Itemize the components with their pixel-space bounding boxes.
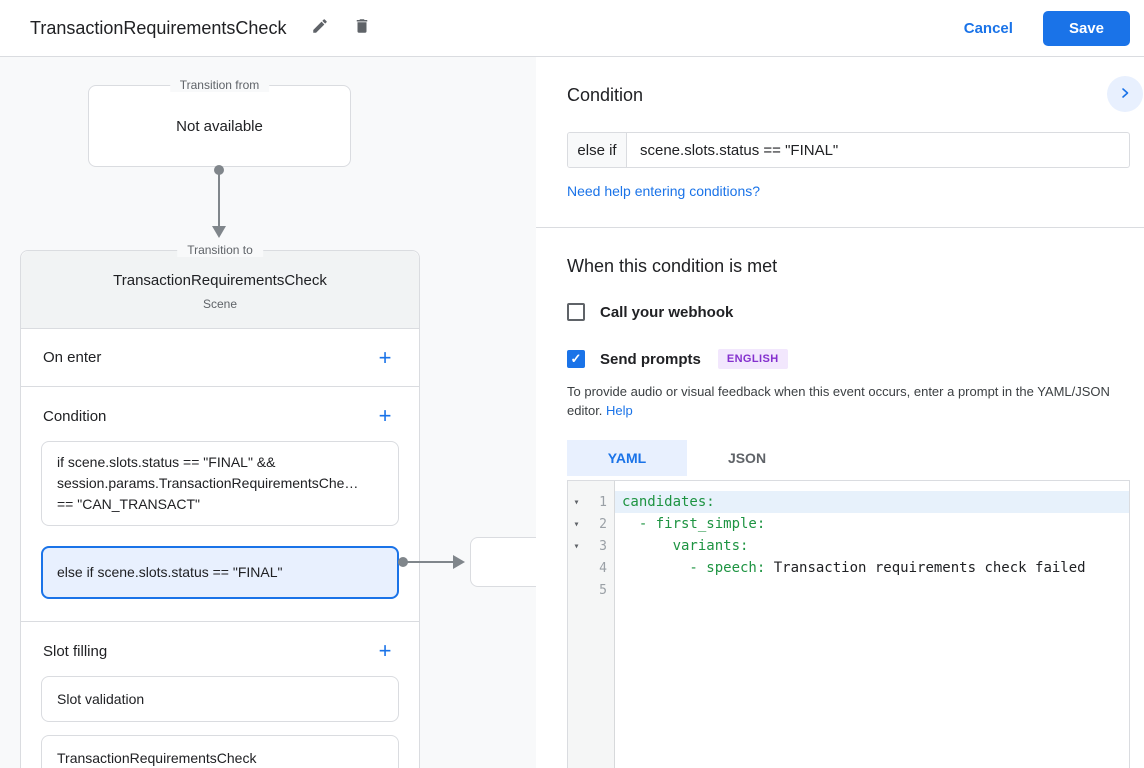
helper-text-body: To provide audio or visual feedback when…	[567, 384, 1110, 418]
when-met-section: When this condition is met Call your web…	[567, 228, 1130, 768]
send-prompts-checkbox[interactable]: ✓	[567, 350, 585, 368]
condition-item-if[interactable]: if scene.slots.status == "FINAL" && sess…	[41, 441, 399, 526]
on-enter-row[interactable]: On enter +	[21, 329, 419, 387]
line-number: 5	[599, 582, 607, 598]
send-prompts-label: Send prompts	[600, 350, 701, 368]
transition-target-box[interactable]	[470, 537, 536, 587]
yaml-key: - first_simple:	[622, 516, 766, 532]
yaml-key: candidates:	[622, 494, 715, 510]
code-line[interactable]: - speech: Transaction requirements check…	[615, 557, 1129, 579]
yaml-key: variants:	[622, 538, 749, 554]
slot-filling-label: Slot filling	[43, 642, 108, 660]
condition-item-elseif-selected[interactable]: else if scene.slots.status == "FINAL"	[41, 546, 399, 599]
yaml-key: - speech:	[622, 560, 766, 576]
prompts-helper-text: To provide audio or visual feedback when…	[567, 382, 1130, 420]
pencil-icon	[311, 17, 329, 40]
condition-input-group: else if scene.slots.status == "FINAL"	[567, 132, 1130, 168]
code-line[interactable]	[615, 579, 1129, 601]
webhook-label: Call your webhook	[600, 303, 734, 321]
cancel-button[interactable]: Cancel	[948, 12, 1029, 45]
tab-yaml[interactable]: YAML	[567, 440, 687, 476]
scene-type: Scene	[202, 297, 238, 311]
language-badge: ENGLISH	[717, 349, 788, 369]
slot-filling-section: Slot filling + Slot validation Transacti…	[21, 622, 419, 768]
line-number: 2	[599, 516, 607, 532]
webhook-checkbox[interactable]	[567, 303, 585, 321]
code-line[interactable]: - first_simple:	[615, 513, 1129, 535]
scene-card-header[interactable]: TransactionRequirementsCheck Scene	[21, 251, 419, 329]
transition-to-label: Transition to	[177, 243, 263, 257]
condition-section: Condition + if scene.slots.status == "FI…	[21, 387, 419, 622]
editor-format-tabs: YAML JSON	[567, 440, 1130, 476]
scene-flow-panel: Transition from Not available Transition…	[0, 57, 536, 768]
condition-line: if scene.slots.status == "FINAL" &&	[57, 454, 276, 470]
on-enter-label: On enter	[43, 349, 102, 366]
check-icon: ✓	[570, 351, 582, 366]
main-area: Transition from Not available Transition…	[0, 57, 1144, 768]
code-line[interactable]: candidates:	[615, 491, 1129, 513]
yaml-code-editor: ▾ 1 ▾ 2 ▾ 3 4 5 candidates: - first_simple:…	[567, 480, 1130, 768]
tab-json[interactable]: JSON	[727, 450, 767, 466]
slot-item-validation[interactable]: Slot validation	[41, 676, 399, 722]
condition-heading: Condition	[567, 85, 644, 105]
fold-arrow-icon[interactable]: ▾	[573, 540, 580, 552]
condition-line: == "CAN_TRANSACT"	[57, 496, 200, 512]
code-line[interactable]: variants:	[615, 535, 1129, 557]
transition-from-box: Transition from Not available	[88, 78, 351, 167]
delete-scene-button[interactable]	[352, 18, 372, 38]
yaml-value: Transaction requirements check failed	[765, 560, 1086, 576]
line-number: 4	[599, 560, 607, 576]
condition-section-label: Condition	[43, 407, 107, 425]
collapse-panel-button[interactable]	[1107, 76, 1143, 112]
condition-help-link[interactable]: Need help entering conditions?	[567, 183, 761, 199]
condition-prefix: else if	[568, 133, 627, 167]
trash-icon	[353, 17, 371, 40]
add-on-enter-button[interactable]: +	[378, 344, 392, 370]
editor-gutter: ▾ 1 ▾ 2 ▾ 3 4 5	[568, 481, 615, 768]
add-slot-button[interactable]: +	[378, 638, 392, 663]
scene-card: Transition to TransactionRequirementsChe…	[20, 243, 420, 768]
transition-from-label: Transition from	[169, 78, 270, 92]
condition-editor-section: Condition else if scene.slots.status == …	[536, 57, 1144, 228]
edit-scene-button[interactable]	[310, 18, 330, 38]
condition-detail-panel: Condition else if scene.slots.status == …	[536, 57, 1144, 768]
condition-expression-input[interactable]: scene.slots.status == "FINAL"	[640, 141, 839, 159]
top-bar: TransactionRequirementsCheck Cancel Save	[0, 0, 1144, 57]
editor-code-area[interactable]: candidates: - first_simple: variants: - …	[615, 481, 1129, 768]
save-button[interactable]: Save	[1042, 10, 1130, 46]
transition-from-content: Not available	[176, 117, 263, 135]
when-met-heading: When this condition is met	[567, 256, 778, 276]
page-title: TransactionRequirementsCheck	[30, 17, 287, 38]
slot-item-transaction-check[interactable]: TransactionRequirementsCheck	[41, 735, 399, 768]
send-prompts-row: ✓ Send prompts ENGLISH	[567, 349, 1130, 369]
condition-line: session.params.TransactionRequirementsCh…	[57, 475, 359, 491]
condition-line: else if scene.slots.status == "FINAL"	[57, 564, 283, 580]
webhook-row: Call your webhook	[567, 303, 1130, 321]
section-divider	[536, 227, 1144, 228]
line-number: 1	[599, 494, 607, 510]
scene-name: TransactionRequirementsCheck	[113, 272, 327, 289]
help-link[interactable]: Help	[606, 403, 633, 418]
line-number: 3	[599, 538, 607, 554]
fold-arrow-icon[interactable]: ▾	[573, 518, 580, 530]
chevron-right-icon	[1119, 87, 1131, 102]
add-condition-button[interactable]: +	[378, 403, 392, 428]
fold-arrow-icon[interactable]: ▾	[573, 496, 580, 508]
